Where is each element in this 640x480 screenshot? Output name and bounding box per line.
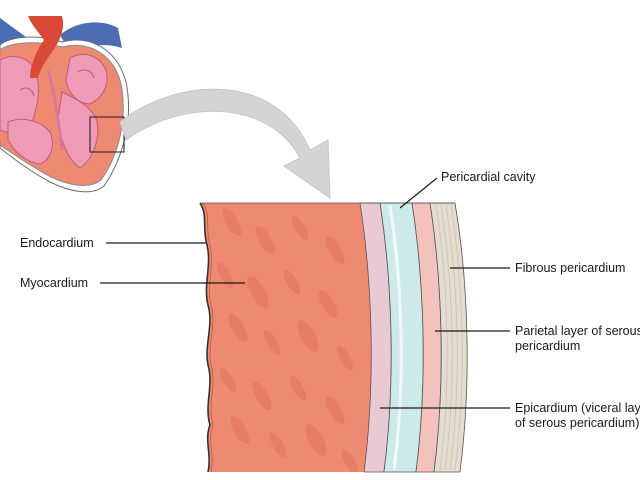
heart-illustration	[0, 16, 129, 193]
myocardium-fibers	[216, 207, 359, 472]
left-atrium	[65, 54, 108, 105]
leader-lines	[100, 177, 510, 409]
fibrous-texture	[435, 204, 463, 471]
aorta	[28, 16, 64, 78]
label-epicardium-line1: Epicardium (viceral layer	[515, 401, 640, 415]
heart-valve-1	[77, 69, 95, 79]
pericardial-cavity-highlight	[388, 204, 403, 471]
label-parietal-layer-line1: Parietal layer of serous	[515, 324, 640, 338]
label-epicardium: Epicardium (viceral layer of serous peri…	[515, 401, 640, 431]
heart-valve-2	[19, 87, 35, 97]
label-myocardium-text: Myocardium	[20, 276, 89, 290]
magnification-arrow	[119, 88, 331, 199]
label-pericardial-cavity: Pericardial cavity	[441, 170, 535, 185]
label-pericardial-cavity-text: Pericardial cavity	[441, 170, 536, 184]
label-fibrous-pericardium-text: Fibrous pericardium	[515, 261, 626, 275]
septum	[46, 69, 64, 151]
label-fibrous-pericardium: Fibrous pericardium	[515, 261, 625, 276]
label-endocardium-text: Endocardium	[20, 236, 94, 250]
fibrous-pericardium-layer	[429, 202, 468, 473]
label-parietal-layer: Parietal layer of serous pericardium	[515, 324, 640, 354]
heart-wall-section	[199, 202, 468, 473]
label-epicardium-line2: of serous pericardium)	[515, 416, 640, 430]
label-endocardium: Endocardium	[20, 236, 94, 251]
label-myocardium: Myocardium	[20, 276, 88, 291]
endocardium-edge	[199, 202, 211, 473]
left-ventricle	[57, 91, 99, 169]
myocardium-layer	[200, 203, 372, 472]
leader-pericardial-cavity	[399, 177, 438, 209]
right-ventricle	[7, 118, 53, 165]
endocardium-edge-inner	[202, 202, 214, 473]
label-parietal-layer-line2: pericardium	[515, 339, 581, 353]
